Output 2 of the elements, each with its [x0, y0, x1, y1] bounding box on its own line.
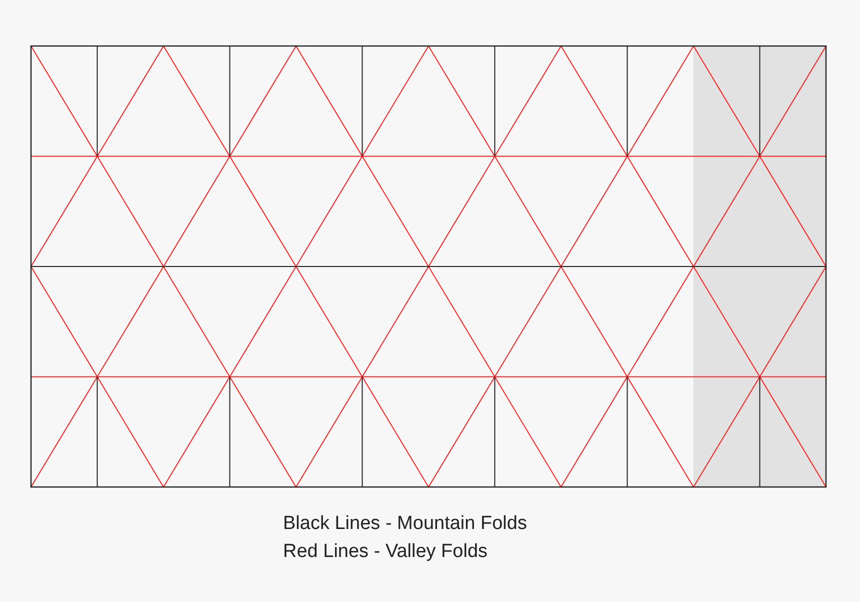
legend-note: Red Lines - Valley Folds [283, 540, 489, 564]
legend-note: Black Lines - Mountain Folds [283, 512, 527, 536]
